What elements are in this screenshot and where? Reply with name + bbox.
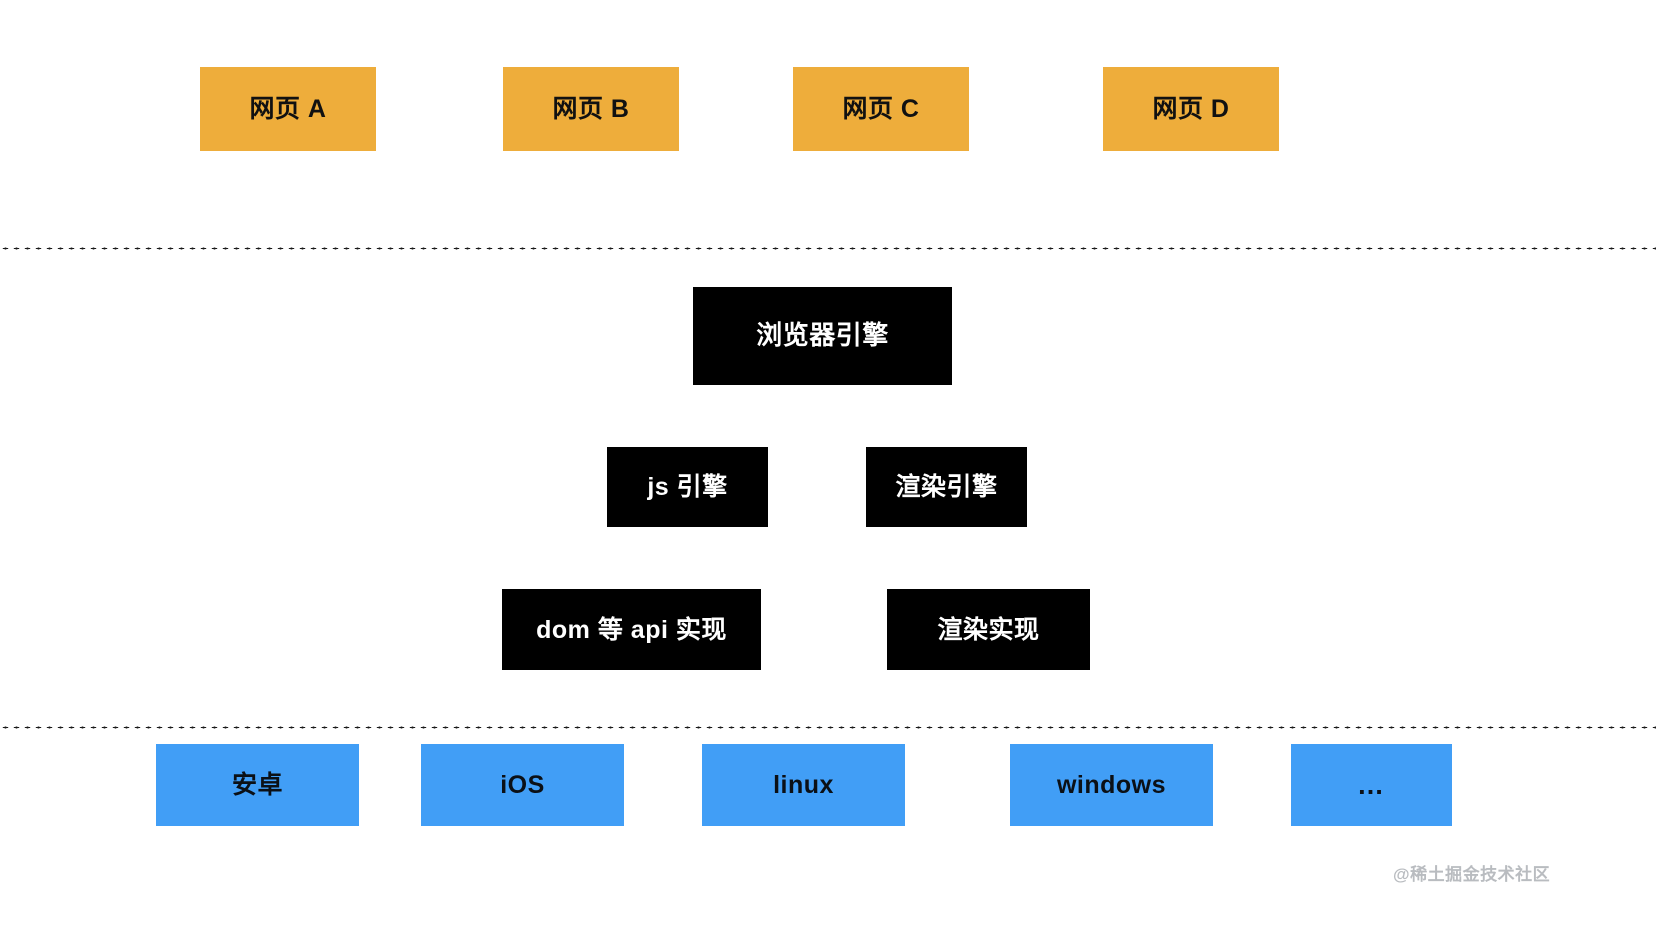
divider-pages-engine (0, 247, 1656, 250)
os-node: linux (702, 744, 905, 826)
watermark: @稀土掘金技术社区 (1393, 865, 1551, 884)
os-node: windows (1010, 744, 1213, 826)
engine-node: 渲染实现 (887, 589, 1090, 670)
pages-node: 网页 A (200, 67, 376, 151)
pages-node: 网页 D (1103, 67, 1279, 151)
engine-node: js 引擎 (607, 447, 768, 527)
os-node: iOS (421, 744, 624, 826)
engine-node: 浏览器引擎 (693, 287, 952, 385)
os-node: … (1291, 744, 1452, 826)
pages-node: 网页 B (503, 67, 679, 151)
engine-node: 渲染引擎 (866, 447, 1027, 527)
os-node: 安卓 (156, 744, 359, 826)
engine-node: dom 等 api 实现 (502, 589, 761, 670)
pages-node: 网页 C (793, 67, 969, 151)
divider-engine-os (0, 726, 1656, 729)
